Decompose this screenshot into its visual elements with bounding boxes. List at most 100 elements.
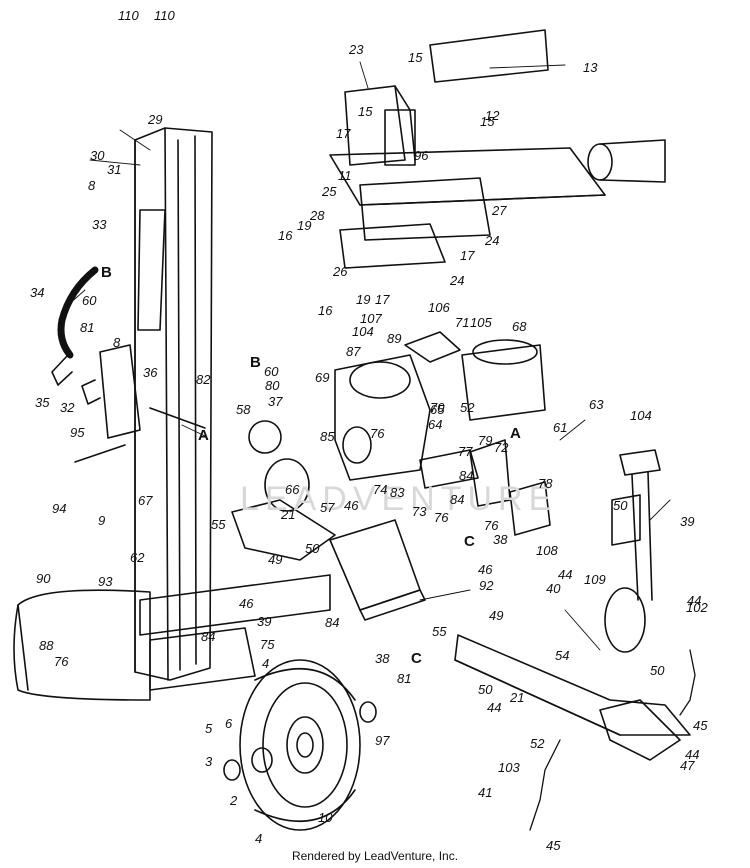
callout-number: 110 [154, 8, 175, 23]
callout-number: 76 [434, 510, 449, 525]
callout-number: 54 [555, 648, 569, 663]
callout-number: 84 [450, 492, 464, 507]
callout-number: 19 [356, 292, 370, 307]
callout-number: 58 [236, 402, 251, 417]
callout-number: 40 [546, 581, 561, 596]
hub-parts [223, 701, 377, 781]
beam-column [134, 127, 213, 681]
callout-number: 33 [92, 217, 107, 232]
callout-number: 76 [370, 426, 385, 441]
callout-number: 102 [686, 600, 708, 615]
callout-number: 76 [54, 654, 69, 669]
callout-number: 106 [428, 300, 450, 315]
callout-number: 83 [390, 485, 405, 500]
callout-number: 77 [458, 444, 473, 459]
callout-number: 44 [558, 567, 572, 582]
callout-number: 88 [39, 638, 54, 653]
callout-number: 17 [336, 126, 351, 141]
callout-number: 4 [262, 656, 269, 671]
callout-number: 90 [36, 571, 51, 586]
hitch-tongue [454, 634, 691, 761]
connection-letter: C [411, 650, 422, 667]
callout-number: 15 [408, 50, 423, 65]
callout-number: 23 [348, 42, 364, 57]
callout-number: 74 [373, 482, 387, 497]
callout-number: 2 [229, 793, 238, 808]
callout-number: 71 [455, 315, 469, 330]
callout-number: 26 [332, 264, 348, 279]
callout-number: 5 [205, 721, 213, 736]
callout-number: 108 [536, 543, 558, 558]
callout-number: 72 [494, 440, 509, 455]
callout-number: 21 [280, 507, 295, 522]
connection-letter: A [510, 425, 521, 442]
callout-number: 27 [491, 203, 507, 218]
callout-number: 84 [459, 468, 473, 483]
callout-number: 81 [397, 671, 411, 686]
tank [137, 209, 166, 331]
callout-number: 65 [430, 402, 445, 417]
callout-number: 57 [320, 500, 335, 515]
callout-number: 50 [613, 498, 628, 513]
callout-number: 4 [255, 831, 262, 846]
callout-number: 31 [107, 162, 121, 177]
callout-number: 110 [118, 8, 139, 23]
callout-number: 44 [685, 747, 699, 762]
callout-number: 55 [211, 517, 226, 532]
connection-letter: A [198, 427, 209, 444]
callout-number: 94 [52, 501, 66, 516]
render-credit: Rendered by LeadVenture, Inc. [291, 849, 459, 863]
callout-number: 95 [70, 425, 85, 440]
callout-number: 21 [509, 690, 524, 705]
callout-number: 70 [430, 400, 445, 415]
callout-number: 9 [98, 513, 105, 528]
callout-number: 52 [460, 400, 475, 415]
callout-number: 82 [196, 372, 211, 387]
callout-number: 64 [428, 417, 442, 432]
callout-number: 49 [489, 608, 503, 623]
callout-number: 6 [225, 716, 233, 731]
callout-number: 35 [35, 395, 50, 410]
callout-number: 107 [360, 311, 382, 326]
callout-number: 38 [493, 532, 508, 547]
callout-number: 3 [205, 754, 213, 769]
callout-number: 68 [512, 319, 527, 334]
callout-number: 66 [285, 482, 300, 497]
callout-number: 29 [147, 112, 162, 127]
safety-chains [529, 649, 696, 831]
callout-number: 39 [680, 514, 694, 529]
callout-number: 47 [680, 758, 695, 773]
callout-number: 109 [584, 572, 606, 587]
callout-number: 81 [80, 320, 94, 335]
callout-number: 104 [630, 408, 652, 423]
callout-number: 52 [530, 736, 545, 751]
callout-number: 15 [480, 114, 495, 129]
callout-number: 89 [387, 331, 401, 346]
callout-number: 46 [239, 596, 254, 611]
pump-coupler [248, 420, 551, 536]
callout-number: 12 [485, 108, 500, 123]
tongue-frame [231, 499, 426, 621]
callout-number: 85 [320, 429, 335, 444]
jack-stand [604, 449, 661, 653]
callout-number: 60 [264, 364, 279, 379]
callout-number: 30 [90, 148, 105, 163]
callout-number: 76 [484, 518, 499, 533]
callout-number: 80 [265, 378, 280, 393]
callout-number: 25 [321, 184, 337, 199]
connection-letter: C [464, 533, 475, 550]
watermark-text: LEADVENTURE [240, 480, 557, 518]
callout-number: 93 [98, 574, 113, 589]
callout-number: 50 [650, 663, 665, 678]
callout-number: 36 [143, 365, 158, 380]
callout-number: 8 [113, 335, 121, 350]
callout-number: 79 [478, 433, 492, 448]
callout-number: 15 [358, 104, 373, 119]
callout-number: 13 [583, 60, 598, 75]
callout-number: 17 [460, 248, 475, 263]
hose [57, 266, 99, 359]
callout-number: 69 [315, 370, 329, 385]
callout-number: 104 [352, 324, 374, 339]
